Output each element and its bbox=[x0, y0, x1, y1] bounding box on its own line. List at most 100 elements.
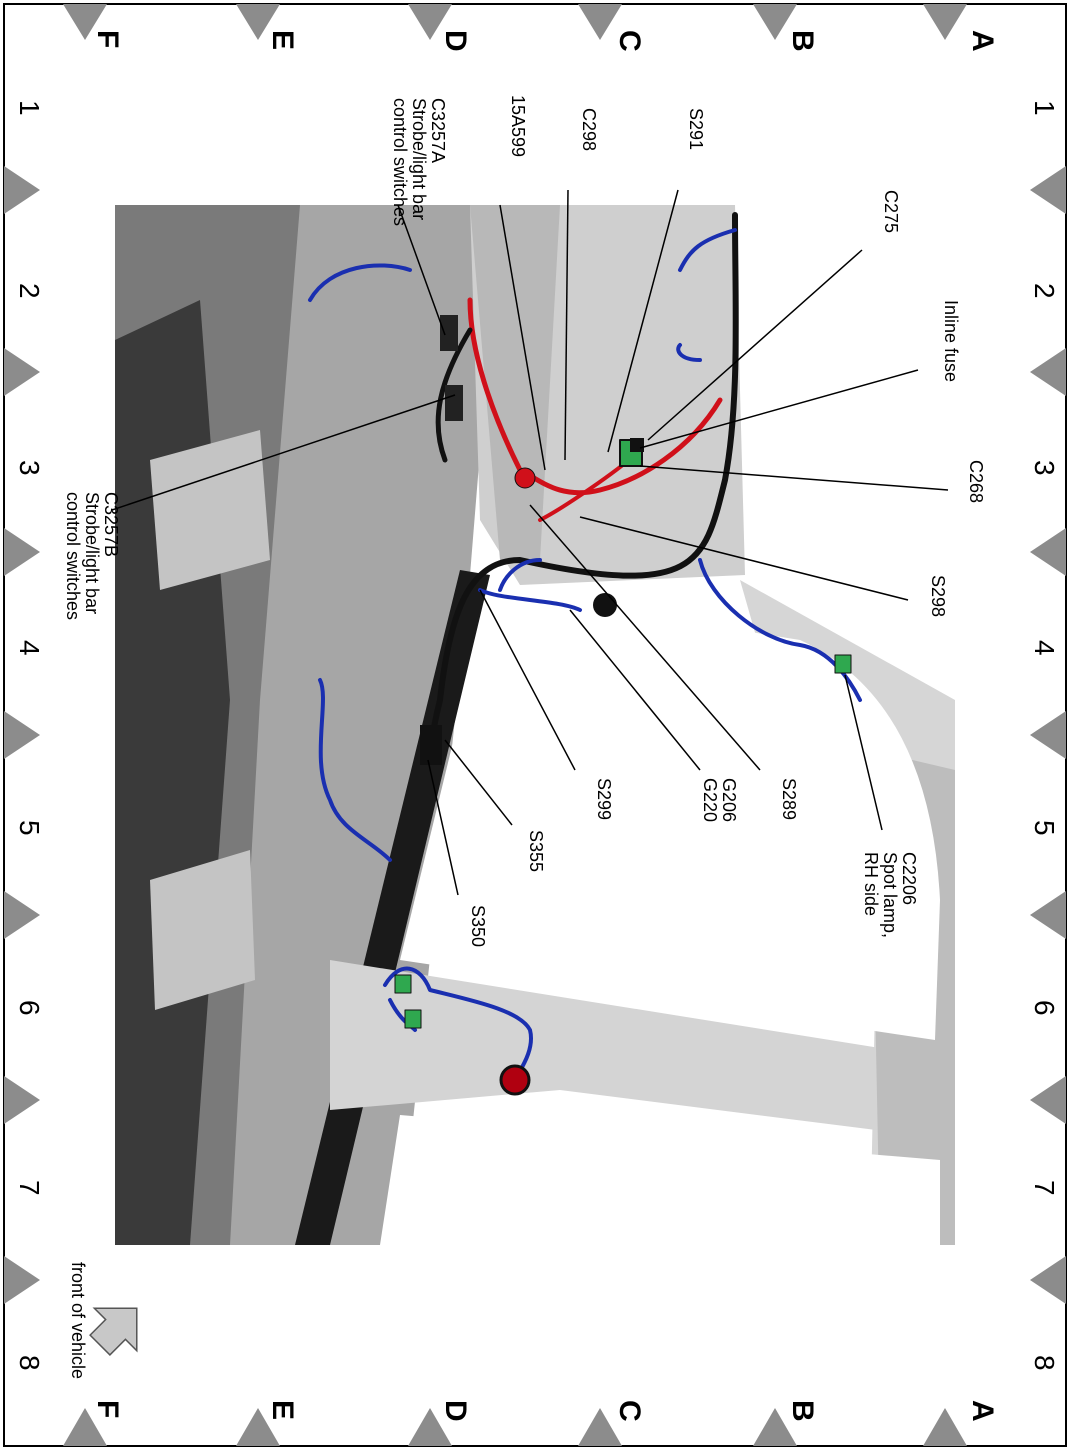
grid-marker-bottom bbox=[578, 1408, 622, 1446]
callout-line: S291 bbox=[686, 108, 706, 150]
callout-s355: S355 bbox=[526, 830, 546, 872]
callout-s299: S299 bbox=[594, 778, 614, 820]
callout-s289: S289 bbox=[779, 778, 799, 820]
floor-rib-1 bbox=[150, 430, 270, 590]
callout-c268: C268 bbox=[966, 460, 986, 503]
grid-marker-left bbox=[4, 1256, 40, 1304]
callout-c275: C275 bbox=[881, 190, 901, 233]
floor-rib-2 bbox=[150, 850, 255, 1010]
grid-marker-left bbox=[4, 1076, 40, 1124]
grid-marker-top bbox=[923, 4, 967, 40]
callout-c298: C298 bbox=[579, 108, 599, 151]
callout-leader-lines bbox=[111, 189, 949, 896]
grid-marker-right bbox=[1030, 891, 1066, 939]
callout-line: S289 bbox=[779, 778, 799, 820]
grid-marker-top bbox=[753, 4, 797, 40]
grid-column-number: 1 bbox=[1029, 100, 1060, 116]
grid-row-letter: D bbox=[439, 1400, 472, 1422]
grid-column-number: 1 bbox=[14, 100, 45, 116]
callout-line: S355 bbox=[526, 830, 546, 872]
connector-c2206 bbox=[834, 654, 852, 674]
grid-column-number: 8 bbox=[1029, 1355, 1060, 1371]
grid-marker-bottom bbox=[63, 1408, 107, 1446]
grid-marker-left bbox=[4, 528, 40, 576]
grid-row-letter: A bbox=[966, 1400, 999, 1422]
grid-marker-top bbox=[236, 4, 280, 40]
grid-marker-bottom bbox=[753, 1408, 797, 1446]
wire-black-main bbox=[427, 212, 739, 763]
leader-line-s299 bbox=[479, 589, 576, 771]
grid-marker-top bbox=[578, 4, 622, 40]
grid-row-letter: C bbox=[613, 1400, 646, 1422]
grid-column-number: 7 bbox=[14, 1180, 45, 1196]
callout-line: Inline fuse bbox=[941, 300, 961, 382]
leader-line-c2206 bbox=[844, 674, 883, 831]
grid-marker-left bbox=[4, 711, 40, 759]
callout-line: Strobe/light bar bbox=[409, 98, 429, 220]
dash-panel-shadow bbox=[470, 205, 560, 560]
grid-column-number: 5 bbox=[14, 820, 45, 836]
callout-15a599: 15A599 bbox=[508, 95, 528, 157]
grid-column-number: 2 bbox=[1029, 283, 1060, 299]
leader-line-15a599 bbox=[499, 204, 546, 471]
callout-line: S299 bbox=[594, 778, 614, 820]
callout-line: 15A599 bbox=[508, 95, 528, 157]
grommet-red bbox=[499, 1064, 531, 1096]
callout-s298: S298 bbox=[928, 575, 948, 617]
wire-blue-dash bbox=[676, 228, 737, 362]
connector-b-pillar-2 bbox=[404, 1009, 422, 1029]
callout-c3257b: C3257BStrobe/light barcontrol switches bbox=[63, 492, 121, 620]
grid-row-letter: A bbox=[966, 30, 999, 52]
grid-marker-bottom bbox=[923, 1408, 967, 1446]
leader-line-c275 bbox=[647, 249, 863, 441]
callout-line: C298 bbox=[579, 108, 599, 151]
connector-s350 bbox=[420, 725, 442, 765]
callout-line: S298 bbox=[928, 575, 948, 617]
grid-row-letter: F bbox=[91, 30, 124, 48]
grid-row-letter: E bbox=[266, 30, 299, 50]
grid-row-letter: C bbox=[613, 30, 646, 52]
grid-marker-right bbox=[1030, 166, 1066, 214]
grid-marker-bottom bbox=[408, 1408, 452, 1446]
grid-row-letter: F bbox=[91, 1400, 124, 1418]
callout-line: Strobe/light bar bbox=[82, 492, 102, 614]
callout-line: control switches bbox=[390, 98, 410, 226]
grommet-black bbox=[593, 593, 617, 617]
callout-line: C275 bbox=[881, 190, 901, 233]
grid-column-number: 7 bbox=[1029, 1180, 1060, 1196]
grid-column-number: 4 bbox=[14, 640, 45, 656]
callout-line: C3257A bbox=[428, 98, 448, 163]
grid-column-number: 6 bbox=[14, 1000, 45, 1016]
grid-marker-left bbox=[4, 166, 40, 214]
grid-column-number: 5 bbox=[1029, 820, 1060, 836]
grid-marker-right bbox=[1030, 711, 1066, 759]
grid-marker-right bbox=[1030, 348, 1066, 396]
callout-c2206: C2206Spot lamp,RH side bbox=[861, 852, 919, 938]
callout-line: C2206 bbox=[899, 852, 919, 905]
leader-line-c298 bbox=[564, 189, 569, 461]
callout-line: G220 bbox=[700, 778, 720, 822]
grid-markers bbox=[4, 4, 1066, 1446]
rear-door-opening bbox=[380, 1115, 940, 1245]
vehicle-body-illustration bbox=[115, 205, 955, 1245]
grid-row-letter: B bbox=[786, 30, 819, 52]
wire-blue-left bbox=[308, 263, 412, 862]
grid-row-letter: E bbox=[266, 1400, 299, 1420]
front-door-opening bbox=[400, 590, 940, 1040]
grid-marker-right bbox=[1030, 528, 1066, 576]
connector-b-pillar-1 bbox=[394, 974, 412, 994]
callout-s291: S291 bbox=[686, 108, 706, 150]
wire-black-console bbox=[435, 327, 473, 463]
grid-column-number: 3 bbox=[14, 460, 45, 476]
leader-line-s289 bbox=[529, 504, 761, 771]
front-of-vehicle-indicator: front of vehicle bbox=[68, 1262, 138, 1379]
callout-line: RH side bbox=[861, 852, 881, 916]
leader-line-c3257a bbox=[397, 204, 446, 336]
callout-line: G206 bbox=[719, 778, 739, 822]
leader-line-c268 bbox=[639, 465, 949, 491]
grid-marker-left bbox=[4, 348, 40, 396]
leader-line-s291 bbox=[607, 189, 679, 453]
grid-row-letter: B bbox=[786, 1400, 819, 1422]
grid-marker-right bbox=[1030, 1256, 1066, 1304]
